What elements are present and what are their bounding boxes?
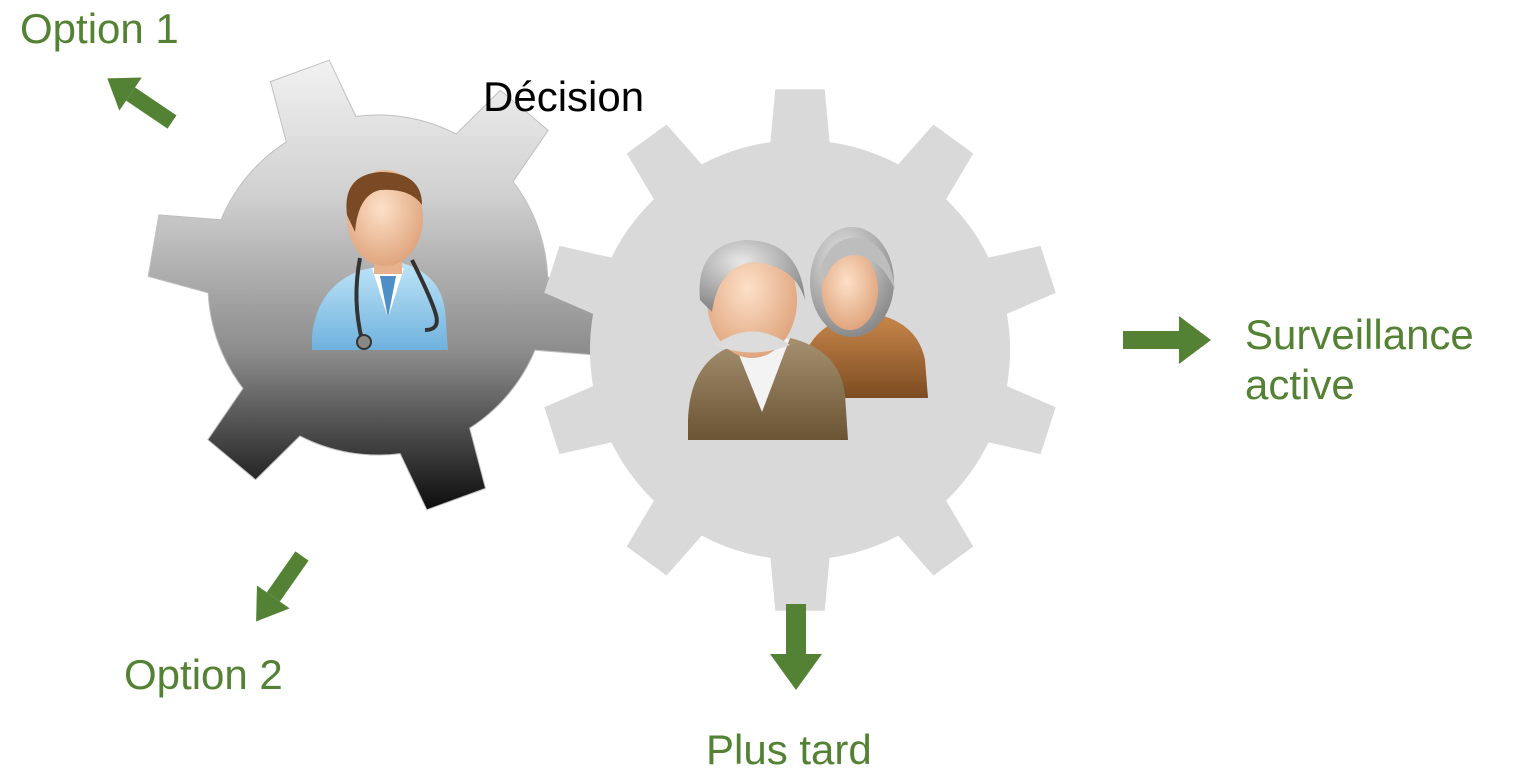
surveillance-line-1: Surveillance (1245, 311, 1474, 358)
arrow-surveillance-icon (1123, 316, 1211, 364)
option-2-label: Option 2 (124, 651, 283, 698)
surveillance-line-2: active (1245, 361, 1355, 408)
plus-tard-label: Plus tard (706, 726, 872, 773)
surveillance-active-label: Surveillance active (1245, 310, 1507, 410)
doctor-icon (312, 170, 448, 350)
arrow-option1-icon (107, 77, 177, 129)
decision-label: Décision (483, 73, 645, 120)
option-1-label: Option 1 (20, 5, 179, 52)
arrow-plus-tard-icon (770, 604, 822, 690)
elderly-couple-icon (688, 227, 928, 440)
arrow-option2-icon (256, 551, 309, 622)
